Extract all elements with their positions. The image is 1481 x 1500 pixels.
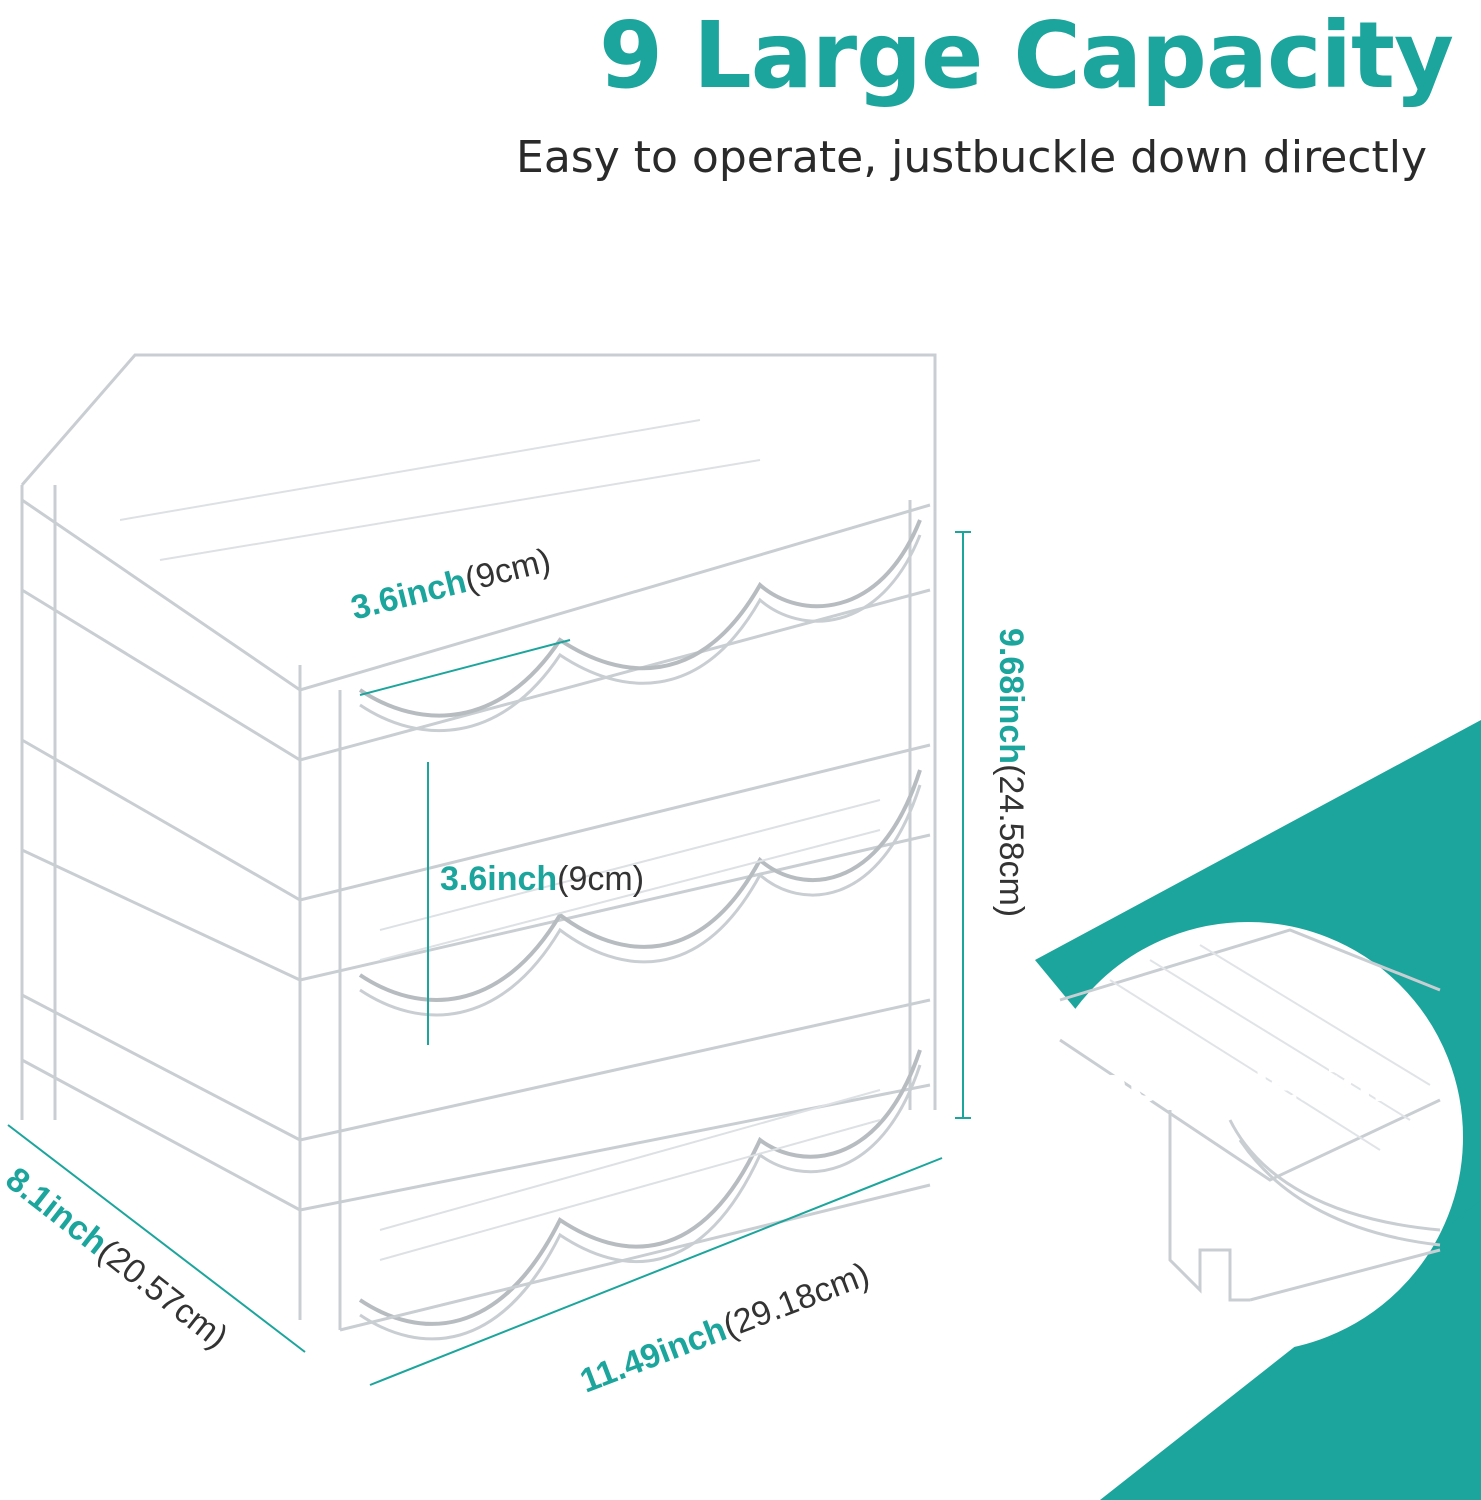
tier-height-metric: (9cm) <box>557 860 645 898</box>
feature-label: N-Shaped design <box>978 1058 1405 1112</box>
total-height-imperial: 9.68inch <box>992 628 1030 765</box>
tier-height-label: 3.6inch(9cm) <box>440 860 644 899</box>
page-subtitle: Easy to operate, justbuckle down directl… <box>516 132 1427 183</box>
page-title: 9 Large Capacity <box>599 2 1454 109</box>
tier-height-imperial: 3.6inch <box>440 860 558 898</box>
depth-line <box>7 1124 306 1353</box>
total-height-label: 9.68inch(24.58cm) <box>991 628 1030 917</box>
total-height-metric: (24.58cm) <box>992 764 1030 918</box>
tier-3 <box>21 993 931 1341</box>
detail-callout-circle <box>1033 922 1463 1352</box>
tier-2 <box>21 738 931 1017</box>
tier-1 <box>21 498 931 762</box>
width-line <box>369 1157 943 1386</box>
bottle-width-line <box>359 639 571 696</box>
wine-rack-image <box>20 353 937 1341</box>
n-shaped-detail-image <box>1059 928 1441 1302</box>
dimension-lines <box>7 531 971 1386</box>
